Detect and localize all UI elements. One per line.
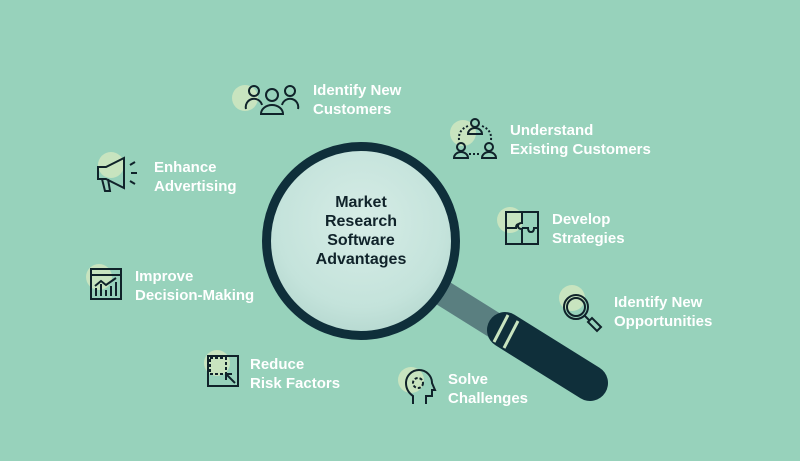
- item-line: Advertising: [154, 178, 237, 195]
- item-line: Solve: [448, 371, 489, 388]
- center-title-line: Advantages: [315, 251, 407, 268]
- item-line: Customers: [313, 101, 392, 118]
- head-gear-icon: [404, 369, 437, 404]
- item-reduce-risk-factors: Reduce Risk Factors: [250, 355, 340, 393]
- item-line: Develop: [552, 211, 611, 228]
- item-identify-new-opportunities: Identify New Opportunities: [614, 293, 712, 331]
- item-line: Decision-Making: [135, 287, 255, 304]
- center-title: Market Research Software Advantages: [262, 193, 460, 269]
- magnifier-lens: [262, 142, 460, 340]
- item-solve-challenges: Solve Challenges: [448, 370, 528, 408]
- item-understand-existing-customers: Understand Existing Customers: [510, 121, 651, 159]
- item-enhance-advertising: Enhance Advertising: [154, 158, 237, 196]
- item-line: Improve: [135, 268, 194, 285]
- chart-icon: [90, 268, 122, 300]
- megaphone-icon: [97, 156, 137, 192]
- item-line: Enhance: [154, 159, 217, 176]
- item-line: Risk Factors: [250, 375, 341, 392]
- item-line: Existing Customers: [510, 141, 651, 158]
- item-improve-decision-making: Improve Decision-Making: [135, 267, 254, 305]
- item-identify-new-customers: Identify New Customers: [313, 81, 401, 119]
- item-line: Opportunities: [614, 313, 713, 330]
- puzzle-icon: [505, 211, 539, 245]
- item-line: Identify New: [313, 82, 402, 99]
- people-group-icon: [244, 85, 300, 115]
- magnifier-icon: [563, 294, 603, 333]
- center-title-line: Market: [335, 194, 387, 211]
- item-line: Understand: [510, 122, 594, 139]
- center-title-line: Research: [324, 213, 398, 230]
- item-line: Reduce: [250, 356, 305, 373]
- item-line: Challenges: [448, 390, 529, 407]
- item-line: Identify New: [614, 294, 703, 311]
- center-title-line: Software: [327, 232, 395, 249]
- user-network-icon: [452, 118, 498, 159]
- shrink-icon: [207, 355, 239, 387]
- item-develop-strategies: Develop Strategies: [552, 210, 625, 248]
- item-line: Strategies: [552, 230, 625, 247]
